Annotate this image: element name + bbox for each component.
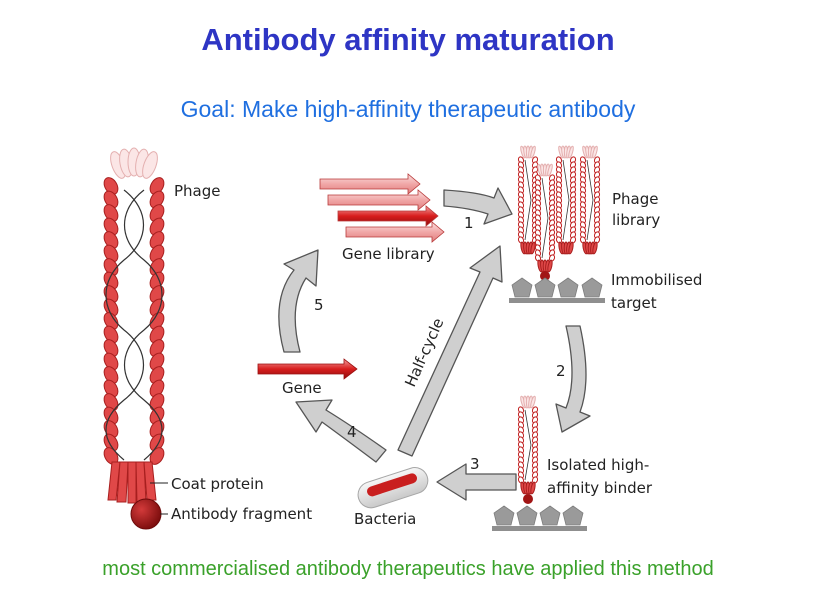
coat-protein-subunit	[103, 177, 119, 195]
coat-protein-subunit	[103, 217, 119, 236]
step-5-arrow	[278, 249, 319, 353]
coat-protein-subunit	[103, 204, 119, 222]
step-2-arrow	[555, 325, 591, 433]
coat-protein-subunit	[530, 481, 536, 495]
cycle-arrows	[278, 187, 591, 501]
coat-protein-subunit	[149, 204, 165, 222]
phage-dna-strand-b	[123, 189, 163, 461]
step-3-number: 3	[470, 455, 480, 473]
coat-protein-subunit	[149, 393, 165, 411]
coat-protein-subunit	[103, 339, 119, 357]
half-cycle-arrow	[397, 245, 503, 457]
phage-label: Phage	[174, 182, 221, 200]
phage-illustration	[103, 147, 168, 530]
gene-arrow	[257, 358, 358, 380]
coat-protein-subunit	[103, 231, 119, 249]
phage-dna	[562, 159, 570, 241]
phage-dna-strand-a	[105, 189, 145, 461]
isolated-antibody-fragment	[523, 494, 533, 504]
coat-protein-subunit	[530, 145, 536, 159]
phage-library-label-line1: Phage	[612, 190, 659, 208]
coat-protein-subunit	[149, 379, 165, 398]
coat-protein-subunit	[149, 325, 165, 344]
footer-note: most commercialised antibody therapeutic…	[102, 558, 714, 580]
coat-protein-subunit	[103, 244, 119, 263]
coat-protein-subunit	[592, 145, 598, 159]
phage-dna	[541, 177, 549, 259]
gene-label: Gene	[282, 379, 322, 397]
coat-protein-subunit	[592, 241, 598, 255]
library-phage	[555, 145, 577, 255]
coat-protein-subunit	[149, 352, 165, 371]
step-1-arrow	[443, 187, 513, 225]
coat-protein-label: Coat protein	[171, 475, 264, 493]
phage-dna	[524, 159, 532, 241]
coat-protein-subunit	[568, 241, 574, 255]
coat-protein-subunit	[149, 231, 165, 249]
library-phage	[534, 163, 556, 273]
step-3-arrow	[436, 463, 517, 501]
page-title: Antibody affinity maturation	[201, 22, 615, 57]
phage-tip-fan	[110, 147, 158, 179]
isolated-binder-label-line2: affinity binder	[547, 479, 653, 497]
coat-protein-subunit	[149, 339, 165, 357]
step-4-number: 4	[347, 423, 357, 441]
coat-protein-bundle	[107, 461, 157, 504]
gene-library-label: Gene library	[342, 245, 435, 263]
coat-protein-subunit	[103, 393, 119, 411]
step-2-number: 2	[556, 362, 566, 380]
coat-protein-subunit	[103, 258, 119, 276]
immobilised-target-label-line1: Immobilised	[611, 271, 702, 289]
coat-protein-subunit	[530, 395, 536, 409]
bacteria-label: Bacteria	[354, 510, 416, 528]
phage-library-illustration	[517, 145, 601, 281]
coat-protein-subunit	[103, 352, 119, 371]
step-5-number: 5	[314, 296, 324, 314]
coat-protein-subunit	[547, 163, 553, 177]
library-phage	[579, 145, 601, 255]
phage-dna	[586, 159, 594, 241]
coat-protein-subunit	[568, 145, 574, 159]
coat-protein-subunit	[149, 177, 165, 195]
coat-protein-subunit	[149, 190, 165, 209]
immobilised-target-top	[509, 277, 605, 303]
coat-protein-subunit	[103, 190, 119, 209]
coat-protein-subunit	[103, 379, 119, 398]
coat-protein-subunit	[149, 366, 165, 384]
step-1-number: 1	[464, 214, 474, 232]
immobilised-target-label-line2: target	[611, 294, 657, 312]
coat-protein-subunit	[547, 259, 553, 273]
bound-antibody-fragment	[540, 271, 550, 281]
isolated-binder-illustration	[492, 395, 587, 531]
isolated-binder-label-line1: Isolated high-	[547, 456, 649, 474]
coat-protein-subunit	[149, 312, 165, 330]
isolated-phage	[517, 395, 539, 495]
phage-dna	[524, 409, 532, 481]
step-4-arrow	[295, 399, 387, 463]
gene-library-arrows	[319, 173, 445, 243]
coat-protein-subunit	[103, 312, 119, 330]
coat-protein-subunit	[149, 244, 165, 263]
phage-coat	[103, 177, 165, 465]
coat-protein-subunit	[530, 241, 536, 255]
coat-protein-subunit	[103, 366, 119, 384]
antibody-fragment-label: Antibody fragment	[171, 505, 312, 523]
coat-protein-subunit	[149, 217, 165, 236]
coat-protein-subunit	[103, 325, 119, 344]
coat-protein-subunit	[149, 258, 165, 276]
page-subtitle: Goal: Make high-affinity therapeutic ant…	[180, 96, 636, 122]
bacteria-pill	[357, 467, 429, 509]
phage-library-label-line2: library	[612, 211, 660, 229]
antibody-fragment	[130, 498, 162, 530]
